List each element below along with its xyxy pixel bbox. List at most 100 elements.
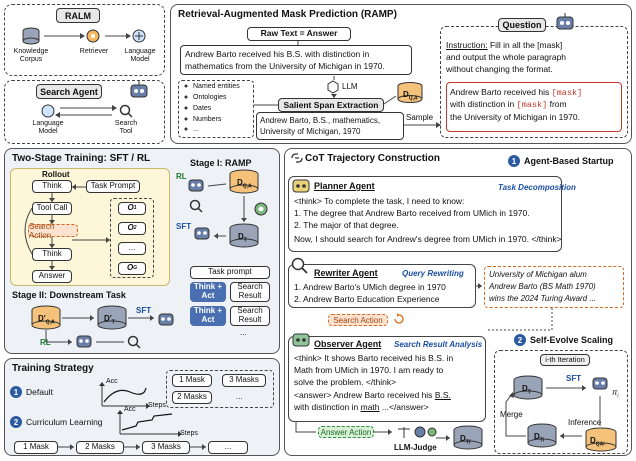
planner-line: Now, I should search for Andrew's degree… [294,234,562,244]
ralm-panel [4,4,165,76]
default-label: Default [26,387,53,397]
mask-set-box [166,370,274,408]
instruction-line-1: Instruction: Fill in all the [mask] [446,40,563,50]
planner-line: 1. The degree that Andrew Barto received… [294,208,530,218]
two-stage-title: Two-Stage Training: SFT / RL [12,153,151,164]
merge-label: Merge [500,410,523,419]
rl-label: RL [176,172,187,181]
planner-agent-box [288,176,562,252]
query-rewriting-label: Query Rewriting [402,269,464,278]
rewrite-line: 1. Andrew Barto's UMich degree in 1970 [294,282,446,292]
sample-label: Sample [406,113,434,122]
instruction-label: Instruction: [446,40,488,50]
step-number-badge: 2 [514,334,526,346]
mask-chip: 1 Mask [172,374,212,387]
curriculum-stage-chip: 1 Mask [14,441,58,454]
observer-agent-box [288,336,486,422]
spans-line-1: Andrew Barto, B.S., mathematics, [260,116,381,125]
masked-question-box: Andrew Barto received his [mask] with di… [446,82,622,132]
search-result-line: wins the 2024 Turing Award ... [489,294,597,303]
think-box: Think [32,248,72,261]
search-result-box: Search Result [230,282,270,302]
observer-line: solve the problem. </think> [294,377,397,387]
observer-line: Math from UMich in 1970. I am ready to [294,365,444,375]
search-result-line: University of Michigan alum [489,270,587,279]
ralm-title: RALM [56,8,100,23]
iteration-box [494,350,628,454]
planner-line: 2. The major of that degree. [294,220,399,230]
observer-line: <think> It shows Barto received his B.S.… [294,353,454,363]
observer-line: with distinction in math ...</answer> [294,402,429,412]
mask-token: [mask] [516,100,548,110]
ramp-arrows [254,41,441,128]
sft-label: SFT [136,306,152,315]
dq-label: DQ,A [403,90,418,102]
raw-sentence-box: Andrew Barto received his B.S. with dist… [180,45,412,75]
masked-line-2: with distinction in [mask] from [450,99,567,110]
rollout-arrows [24,184,110,270]
task-prompt-box: Task prompt [190,266,270,279]
dtf-label: DTf [460,434,471,446]
cot-title: CoT Trajectory Construction [305,153,441,164]
rollout-label: Rollout [42,170,70,179]
raw-sentence-line-2: mathematics from the University of Michi… [185,61,385,71]
dt-label: DT [522,384,531,396]
stage2-title: Stage II: Downstream Task [12,290,126,300]
curriculum-label: Curriculum Learning [26,417,103,427]
search-agent-arrows [55,105,117,118]
dt2-label: D'T [104,314,115,326]
search-action-box: Search Action [28,222,78,240]
entity-type-item: Numbers [193,116,222,123]
planner-agent-title: Planner Agent [314,181,375,191]
dq-label: DQ,A [237,178,252,190]
curriculum-curve [117,410,182,437]
think-act-box: Think + Act [190,306,226,326]
search-tool-label: Search Tool [114,120,138,135]
retriever-label: Retriever [79,48,109,55]
search-result-box: University of Michigan alum Andrew Barto… [484,266,624,308]
rewriter-agent-box [288,264,476,308]
search-result-box: Search Result [230,306,270,326]
entity-type-item: ... [193,126,199,133]
steps-label: Steps [148,402,166,409]
mask-token: [mask] [551,88,583,98]
instruction-line-3: without changing the format. [446,64,553,74]
stage2-arrows [45,315,154,345]
raw-sentence-line-1: Andrew Barto received his B.S. with dist… [185,49,370,59]
dqai-label: DQAi [590,436,605,448]
mask-chip: 3 Masks [222,374,266,387]
search-result-line: Andrew Barto (BS Math 1970) [489,282,596,291]
default-curve [99,382,150,409]
instruction-line-2: and output the whole paragraph [446,52,567,62]
llm-label: LLM [342,82,358,91]
masked-line-1: Andrew Barto received his [mask] [450,87,583,98]
task-prompt-box: Task Prompt [86,180,140,193]
training-strategy-title: Training Strategy [12,363,94,374]
tool-call-box: Tool Call [32,202,72,215]
planner-line: <think> To complete the task, I need to … [294,196,465,206]
step-number-badge: 1 [10,386,22,398]
observer-line: <answer> Andrew Barto received his B.S. [294,390,451,400]
observer-agent-title: Observer Agent [314,339,382,349]
ralm-arrows [44,33,131,39]
cot-panel [284,148,632,456]
knowledge-corpus-label: Knowledge Corpus [13,48,49,63]
rl-label: RL [40,338,51,347]
search-agent-panel [4,80,165,144]
entity-bullets [184,84,188,131]
spans-line-2: University of Michigan, 1970 [260,127,361,136]
dti-label: DTi [534,432,545,444]
search-agent-lm-label: Language Model [32,120,64,135]
search-agent-title: Search Agent [36,84,102,99]
llm-judge-label: LLM-Judge [394,443,437,452]
think-box: Think [32,180,72,193]
raw-text-box: Raw Text = Answer [247,27,351,41]
acc-label: Acc [124,406,136,413]
output-box: ... [118,242,146,255]
mask-chip-more: ... [236,392,243,401]
curriculum-stage-chip: ... [208,441,248,454]
search-action-box: Search Action [328,314,388,326]
